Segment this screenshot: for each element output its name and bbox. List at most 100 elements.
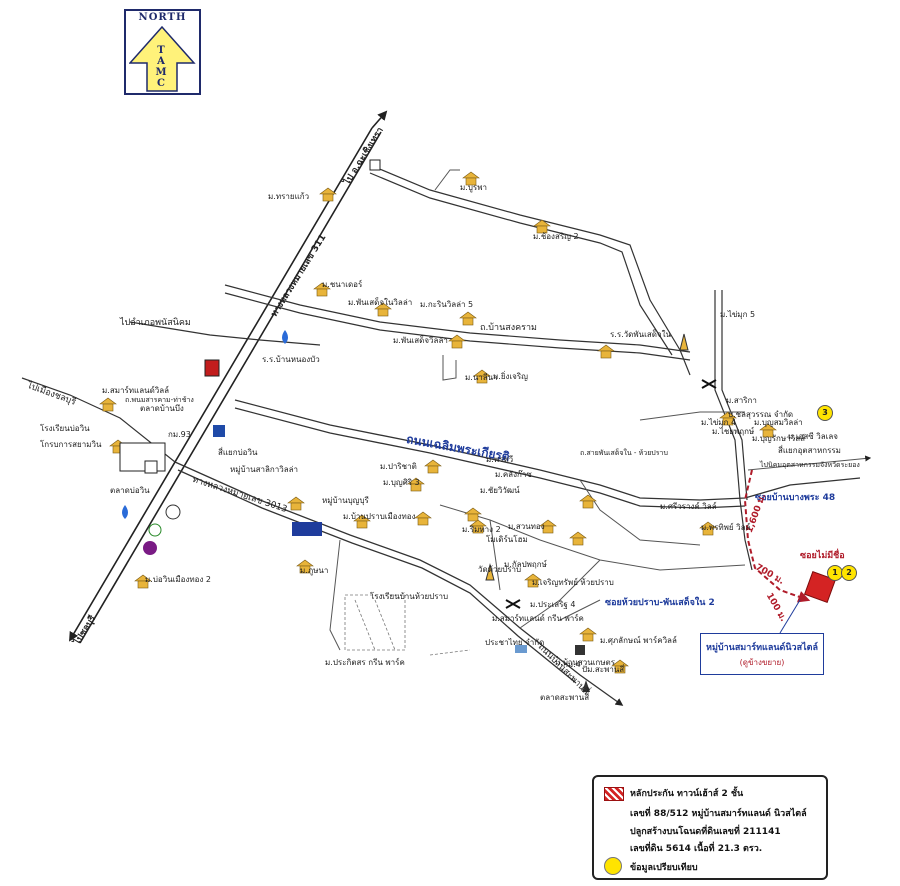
house-icon [374,302,392,317]
house-icon [597,344,615,359]
place-label: ม.ชนาเดอร์ [322,280,363,289]
house-icon [569,531,587,546]
place-label: ม.ศุภลักษณ์ พาร์ควิลล์ [600,636,677,645]
place-label: ม.ศรีวรางค์ วิลล์ [660,502,717,511]
north-road [369,164,691,376]
place-label: ม.เจริญทรัพย์ ห้วยปราบ [532,578,614,587]
north-code: T A M C [155,45,167,89]
place-label: โรงเรียนบ่อวิน [40,424,90,433]
place-label: สี่แยกอุตสาหกรรม [778,446,841,455]
place-label: ม.ไชยพฤกษ์ [712,427,755,436]
house-icon [524,573,542,588]
place-label: ม.ไข่มุก 5 [720,310,756,319]
road-label-sut: ถ.สายพันเสด็จใน - ห้วยปราบ [580,449,668,457]
house-icon [699,521,717,536]
place-label: ม.สวนทอง [508,522,545,531]
house-icon [464,507,482,522]
place-label: ร.ร.บ้านหนองบัว [262,355,320,364]
place-label: ตลาดสะพานสี่ [540,693,590,702]
house-icon [319,187,337,202]
north-indicator: NORTH T A M C [124,9,201,95]
place-label: ม.ภูษนา [300,566,329,575]
place-label: ม.กะรินวิลล่า 5 [420,300,474,309]
place-label: ม.ช้องสริญ 2 [533,232,579,241]
house-icon [134,574,152,589]
house-icon [473,369,491,384]
place-label: ม.ริมทาง 2 [462,525,501,534]
place-label: ม.บุญสมวิลล่า [754,418,803,427]
place-label: ม.บ่อวินเมืองทอง 2 [145,575,211,584]
place-label: ม.ปาริชาติ [380,462,417,471]
legend-line-2: เลขที่ 88/512 หมู่บ้านสมาร์ทแลนด์ นิวสไต… [630,809,807,819]
target-label: หมู่บ้านสมาร์ทแลนด์นิวสไตล์ [706,643,818,653]
place-label: บ.ชลสุวรรณ จำกัด [728,410,794,419]
house-icon [469,519,487,534]
place-label: ประชาไทย จำกัด [485,638,545,647]
house-icon [533,219,551,234]
place-label: ตลาดบ่อวิน [110,486,150,495]
legend-line-4: เลขที่ดิน 5614 เนื้อที่ 21.3 ตรว. [630,844,763,854]
place-label: หมู่บ้านบุญบุรี [322,496,369,505]
place-label: ม.กัลปพฤกษ์ [504,560,547,569]
place-label: ม.ยิ่งเจริญ [493,372,528,381]
house-icon [287,496,305,511]
place-label: ม.ไข่มุก 4 [701,418,737,427]
house-icon [448,334,466,349]
misc-icons [143,425,585,655]
target-property [803,570,837,604]
house-icon [462,171,480,186]
place-label: โรงเรียนบ้านห้วยปราบ [370,592,449,601]
route-path [743,469,811,603]
place-label: ม.ประกิตสร กรีน พาร์ค [325,658,405,667]
house-icon [759,423,777,438]
place-label: ม.บ้านสวนเกษตร [555,658,616,667]
comparison-marker-2: 2 [841,565,857,581]
house-icon [579,494,597,509]
place-label: ม.ทรายแก้ว [268,192,310,201]
target-pointer [779,599,801,634]
house-icon [459,311,477,326]
highway-3013 [174,461,624,706]
place-label: ม.ชัยวิวัฒน์ [480,486,520,495]
temple-icons [485,333,689,692]
place-label: โกรบการสยามวิน [40,440,102,449]
road-label-phan: ถ.พนมสารคาม-ท่าช้าง [125,396,194,404]
legend-line-1: หลักประกัน ทาวน์เฮ้าส์ 2 ชั้น [630,789,744,799]
west-cross-road [21,284,691,463]
place-label: ม.บ้านปราบเมืองทอง [343,512,416,521]
place-label: ม.บุญศิริ 3 [383,478,420,487]
house-icon [414,511,432,526]
place-label: วัดห้วยปราบ [478,565,522,574]
landmark-squares [119,159,381,474]
place-label: ม.คลังก๊าซ [495,470,532,479]
gas-icons [122,330,288,519]
place-label: ตลาดบ้านบึง [140,404,184,413]
place-label: ม.พรทิพย์ วิลล์ [701,523,751,532]
house-icon [407,477,425,492]
place-label: ม.พันเสด็จวิลล่า [393,336,448,345]
place-label: หมู่บ้านสาลิกาวิลล่า [230,465,298,474]
house-icon [579,627,597,642]
house-icon [611,659,629,674]
place-label: ม.สาริกา [726,396,757,405]
place-label: ร.ร.วัดพันเสด็จใน [610,330,671,339]
legend-line-5: ข้อมูลเปรียบเทียบ [630,863,698,873]
north-label: NORTH [138,12,187,23]
comparison-marker-3: 3 [817,405,833,421]
legend-line-3: ปลูกสร้างบนโฉนดที่ดินเลขที่ 211141 [630,827,781,837]
road-label-bang-phra: ซอยบ้านบางพระ 48 [755,493,836,503]
place-label: กม.4 [563,660,581,669]
target-note: (ดูข้างขยาย) [739,658,785,667]
place-label: ม.ประเสริฐ 4 [530,600,576,609]
interchange-icons [505,379,717,609]
highway-311 [69,110,388,644]
plot-dashes [344,594,471,656]
target-label-box: หมู่บ้านสมาร์ทแลนด์นิวสไตล์ (ดูข้างขยาย) [700,633,824,675]
house-icon [353,514,371,529]
place-label: ม.บูรพา [460,183,487,192]
road-label-no-name: ซอยไม่มีชื่อ [800,551,845,561]
place-label: สี่แยกบ่อวิน [218,448,258,457]
house-icon [539,519,557,534]
house-icon [719,411,737,426]
legend-collateral-swatch [604,787,624,801]
